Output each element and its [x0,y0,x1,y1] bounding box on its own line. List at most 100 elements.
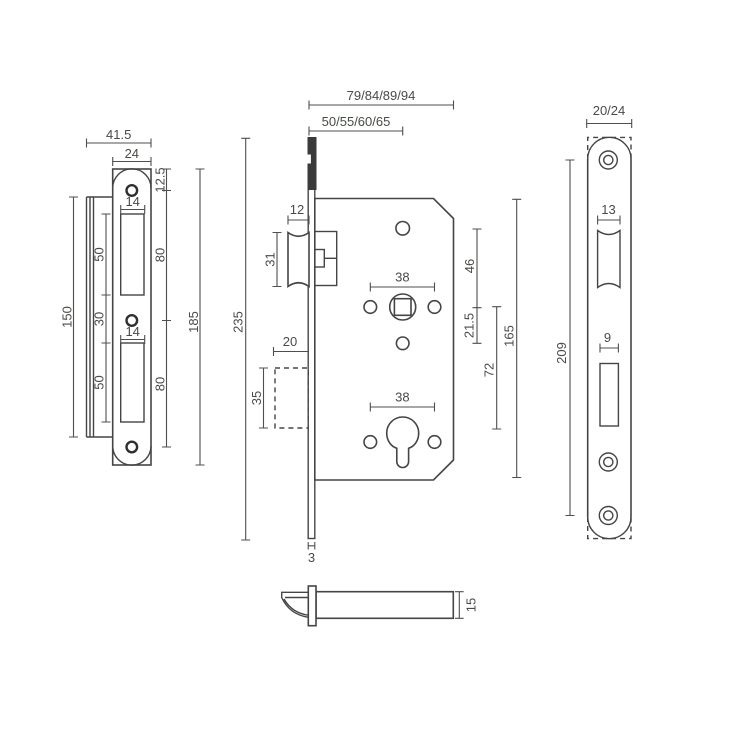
dim-line-centres [492,306,502,430]
case-hole-top [395,220,411,236]
dim-strike-plate-length: 185 [186,311,201,333]
faceplate-screw-hole-top-inner [603,154,614,166]
dim-line-latch-width [287,215,310,225]
faceplate-screw-hole-bottom-outer [598,505,618,526]
dim-line-faceplate-latch-cutout-width [597,215,621,225]
dim-line-backset [308,126,404,136]
spindle-follower-circle [388,293,417,321]
dim-strike-cutout-gap: 30 [92,312,107,326]
dim-line-strike-lip-length [69,196,78,438]
lock-case-outline [314,197,455,481]
latch-bolt-side-body [315,590,455,620]
dim-cylinder-hole-spacing: 38 [395,390,409,405]
dim-top-hole-to-spindle: 46 [462,259,477,273]
handle-fixing-hole-right [427,299,442,315]
dim-case-height: 165 [502,325,517,347]
dim-strike-top-hole-offset: 12.5 [153,167,168,192]
latch-bolt-bevel-head [281,591,309,618]
dim-line-faceplate-deadbolt-cutout-width [599,343,619,353]
dim-centres: 72 [482,363,497,377]
strike-screw-hole-top [125,183,139,197]
dim-line-strike-plate-length [195,168,205,466]
dim-deadbolt-height: 35 [249,391,264,405]
latch-bolt-front [287,230,310,289]
lock-faceplate-section-notch [307,154,311,164]
dim-line-faceplate-length [241,137,251,541]
dim-line-strike-plate-width [112,157,152,166]
latch-side-faceplate-bar [307,585,317,627]
dim-deadbolt-width: 20 [283,334,297,349]
faceplate-bottom-square-alternative [587,517,632,540]
dim-line-strike-bottom-cutout-width [120,335,146,344]
case-hole-below-spindle [395,336,410,351]
dim-strike-overall-width: 41.5 [106,127,131,142]
latch-follower-notch [314,248,325,268]
dim-line-strike-top-cutout-width [120,205,146,214]
faceplate-top-arc [587,136,632,160]
dim-faceplate-screw-hole-spacing: 209 [554,342,569,364]
dim-line-case-height [512,198,522,479]
dim-line-faceplate-screw-hole-spacing [565,159,575,517]
dim-spindle-to-lower-hole: 21.5 [462,313,477,338]
lock-body-view: 79/84/89/94 50/55/60/65 12 31 38 38 46 2… [231,88,522,565]
dim-line-deadbolt-width [272,347,309,356]
faceplate-view: 20/24 13 9 209 [554,103,633,540]
faceplate-side-edges [586,159,632,517]
dim-line-latch-height [272,231,282,288]
dim-faceplate-length: 235 [231,311,246,333]
faceplate-screw-hole-bottom-inner [603,510,614,521]
dim-latch-height: 31 [263,252,278,266]
strike-screw-hole-bottom [125,440,139,454]
dim-faceplate-width-options: 20/24 [593,103,626,118]
dim-strike-plate-width: 24 [125,146,139,161]
euro-cylinder-hole [385,416,420,469]
dim-line-strike-bottom-cutout-height [101,343,111,423]
dim-line-cylinder-hole-spacing [369,402,436,412]
lock-faceplate-section [307,137,317,190]
dim-line-strike-overall-width [85,138,152,148]
faceplate-deadbolt-cutout [599,362,620,427]
dim-line-spindle-to-lower-hole [472,307,482,344]
dim-line-faceplate-width [586,119,633,128]
faceplate-bottom-arc [587,516,632,540]
faceplate-screw-hole-middle-inner [603,456,614,468]
dim-line-faceplate-thickness [307,542,316,550]
dim-strike-top-cutout-width: 14 [125,194,139,209]
dim-line-spindle-hole-spacing [369,282,436,292]
dim-case-depth-options: 79/84/89/94 [347,88,416,103]
strike-deadbolt-cutout [119,342,145,423]
dim-strike-hole-spacing-top: 80 [153,248,168,262]
dim-line-case-depth [308,100,455,110]
dim-strike-bottom-cutout-width: 14 [125,324,139,339]
strike-latch-cutout [119,213,145,296]
spindle-square-hole [393,297,412,317]
strike-plate-lip [85,196,113,438]
handle-fixing-hole-left [363,299,378,315]
dim-latch-width: 12 [290,202,304,217]
dim-latch-bolt-height: 15 [464,598,479,612]
dim-faceplate-latch-cutout-width: 13 [601,202,615,217]
latch-side-view: 15 [281,585,479,627]
dim-line-deadbolt-height [259,367,268,429]
cylinder-fixing-hole-left [363,434,378,450]
dim-strike-hole-spacing-bottom: 80 [153,377,168,391]
strike-screw-hole-middle [125,314,139,328]
lock-faceplate-front [307,137,316,540]
dim-line-strike-hole-spacing-bottom [162,320,171,448]
faceplate-screw-hole-top-outer [598,150,618,170]
strike-plate-bottom-radius-arc [112,445,152,466]
faceplate-screw-hole-middle-outer [598,452,618,472]
strike-plate-top-radius-arc [112,168,152,189]
strike-plate-view: 41.5 24 12.5 80 80 185 150 14 14 50 30 5… [60,127,205,466]
faceplate-latch-cutout [596,229,621,289]
dim-faceplate-deadbolt-cutout-width: 9 [604,330,611,345]
dim-strike-top-cutout-height: 50 [92,247,107,261]
dim-strike-lip-length: 150 [60,306,75,328]
dim-backset-options: 50/55/60/65 [322,114,391,129]
dim-strike-bottom-cutout-height: 50 [92,375,107,389]
faceplate-top-square-alternative [587,136,632,159]
cylinder-fixing-hole-right [427,434,442,450]
dim-line-latch-bolt-height [455,591,464,619]
